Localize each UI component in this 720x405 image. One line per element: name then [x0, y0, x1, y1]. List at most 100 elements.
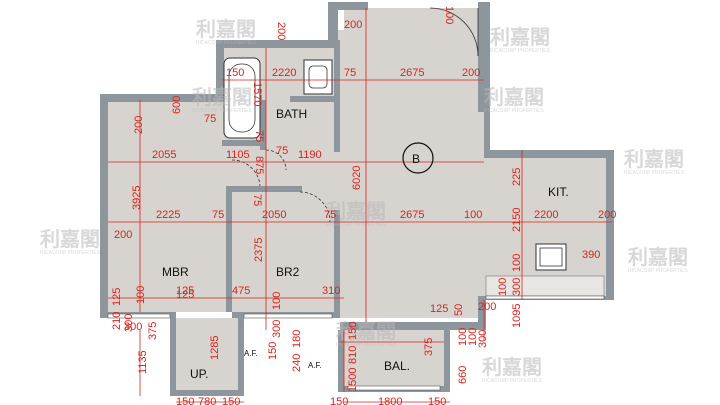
- dim-label: 1500: [347, 368, 359, 392]
- dim-label: 3925: [131, 186, 143, 210]
- watermark-brand: 利嘉閣: [624, 147, 684, 171]
- dim-label: 100: [135, 286, 147, 304]
- room-label-mbr: MBR: [162, 265, 189, 279]
- dim-label: 810: [347, 346, 359, 364]
- wash-basin: [303, 59, 333, 95]
- watermark-sub: RICACORP PROPERTIES: [624, 170, 684, 176]
- dim-label: 390: [582, 249, 600, 261]
- room-label-kit: KIT.: [548, 185, 569, 199]
- dim-label: 200: [462, 67, 480, 79]
- watermark-sub: RICACORP PROPERTIES: [336, 342, 396, 348]
- dim-label: 300: [124, 321, 142, 333]
- watermark-sub: RICACORP PROPERTIES: [482, 378, 542, 384]
- dim-label: 2200: [534, 209, 558, 221]
- dim-label: 75: [204, 113, 216, 125]
- dim-label: 600: [171, 96, 183, 114]
- dim-label: 200: [478, 301, 496, 313]
- kitchen-sink: [535, 243, 567, 271]
- watermark-sub: RICACORP PROPERTIES: [326, 222, 386, 228]
- dim-label: 200: [598, 209, 616, 221]
- dim-label: 2055: [152, 149, 176, 161]
- dim-label: 375: [147, 322, 159, 340]
- dim-label: 125: [176, 285, 194, 297]
- dim-label: 125: [111, 288, 123, 306]
- room-label-br2: BR2: [276, 265, 300, 279]
- dim-label: 75: [251, 194, 263, 206]
- dim-label: 310: [322, 285, 340, 297]
- dim-label: 2150: [511, 208, 523, 232]
- dim-label: 2675: [400, 209, 424, 221]
- dim-label: 475: [232, 285, 250, 297]
- watermark-sub: RICACORP PROPERTIES: [40, 250, 100, 256]
- watermark-brand: 利嘉閣: [490, 25, 550, 49]
- dim-label: 100: [457, 328, 469, 346]
- dim-label: 200: [114, 229, 132, 241]
- watermark-sub: RICACORP PROPERTIES: [192, 108, 252, 114]
- dim-label: 150: [428, 396, 446, 405]
- dim-label: 150: [226, 67, 244, 79]
- dim-label: 2675: [400, 67, 424, 79]
- dim-label: 1800: [378, 396, 402, 405]
- dim-label: 75: [324, 209, 336, 221]
- dim-label: 1190: [298, 149, 322, 161]
- room-labels: BATH MBR BR2 KIT. BAL. UP. A.F. A.F.: [162, 107, 569, 381]
- dim-label: 2050: [262, 209, 286, 221]
- room-label-bal: BAL.: [384, 359, 410, 373]
- dim-label: 100: [464, 209, 482, 221]
- watermark-brand: 利嘉閣: [336, 319, 396, 343]
- watermarks: 利嘉閣 RICACORP PROPERTIES 利嘉閣 RICACORP PRO…: [40, 17, 688, 384]
- dim-label: 875: [253, 156, 265, 174]
- unit-marker: B: [402, 142, 434, 174]
- dim-label: 180: [291, 330, 303, 348]
- bathtub: [223, 57, 261, 139]
- dim-label: 150: [176, 396, 194, 405]
- dim-label: 300: [123, 314, 135, 332]
- dim-label: 375: [423, 338, 435, 356]
- dimension-lines: [108, 8, 612, 403]
- dim-label: 50: [453, 304, 465, 316]
- dim-label: 100: [271, 292, 283, 310]
- dim-label: 75: [212, 209, 224, 221]
- dim-label: 6020: [351, 166, 363, 190]
- dim-label: 1570: [251, 82, 263, 106]
- dim-label: 200: [133, 116, 145, 134]
- dim-label: 225: [511, 168, 523, 186]
- dim-label: 300: [477, 330, 489, 348]
- watermark-sub: RICACORP PROPERTIES: [484, 108, 544, 114]
- room-label-bath: BATH: [276, 107, 307, 121]
- watermark-sub: RICACORP PROPERTIES: [628, 268, 688, 274]
- af-label: A.F.: [308, 361, 322, 370]
- dim-label: 75: [276, 145, 288, 157]
- door-swings: [231, 7, 479, 223]
- dimension-labels: 200 100 200 150 2220 75 2675 200 1570 60…: [111, 6, 616, 405]
- dim-label: 200: [344, 19, 362, 31]
- watermark-brand: 利嘉閣: [40, 227, 100, 251]
- dim-label: 1135: [137, 350, 149, 374]
- dim-label: 125: [176, 289, 194, 301]
- dim-label: 100: [443, 6, 455, 24]
- dim-label: 200: [275, 22, 287, 40]
- dim-label: 1105: [226, 149, 250, 161]
- dim-label: 100: [467, 328, 479, 346]
- watermark-brand: 利嘉閣: [482, 355, 542, 379]
- watermark-brand: 利嘉閣: [192, 85, 252, 109]
- dim-label: 780: [198, 396, 216, 405]
- dim-label: 150: [330, 396, 348, 405]
- dim-label: 2225: [156, 209, 180, 221]
- watermark-brand: 利嘉閣: [484, 85, 544, 109]
- dim-label: 100: [511, 254, 523, 272]
- dim-label: 150: [267, 342, 279, 360]
- watermark-brand: 利嘉閣: [196, 17, 256, 41]
- dim-label: 125: [430, 303, 448, 315]
- dim-label: 100: [497, 278, 509, 296]
- dim-label: 150: [222, 396, 240, 405]
- watermark-sub: RICACORP PROPERTIES: [490, 48, 550, 54]
- dim-label: 2220: [272, 67, 296, 79]
- dim-label: 75: [344, 67, 356, 79]
- watermark-brand: 利嘉閣: [628, 245, 688, 269]
- watermark-sub: RICACORP PROPERTIES: [196, 40, 256, 46]
- dim-label: 300: [271, 320, 283, 338]
- dim-label: 1095: [511, 304, 523, 328]
- room-label-up: UP.: [190, 367, 208, 381]
